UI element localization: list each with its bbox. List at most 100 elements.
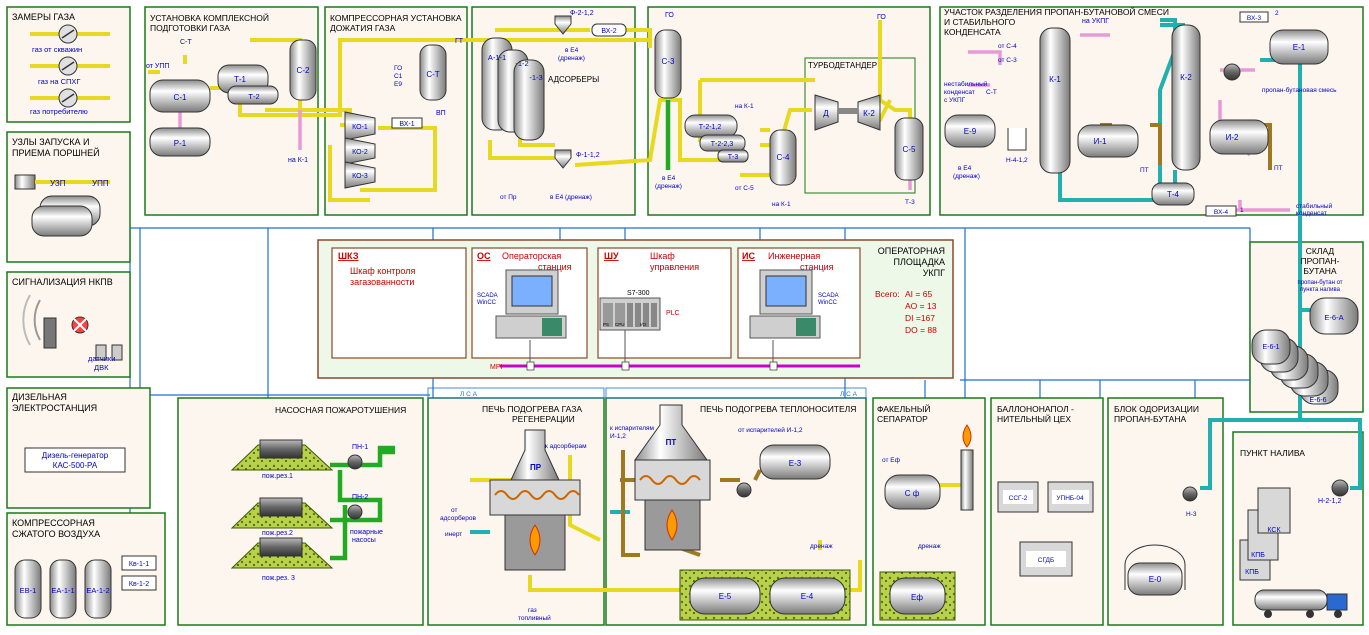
diesel-gen-1: Дизель-генератор: [42, 451, 109, 460]
is-code: ИС: [742, 251, 755, 261]
comp-go: ГО: [394, 65, 402, 72]
loading-panel: ПУНКТ НАЛИВА Н-2-1,2 КСК КПБ КПБ: [1239, 448, 1349, 618]
hc-e5: Е-5: [719, 592, 732, 601]
pig-title-2: ПРИЕМА ПОРШНЕЙ: [12, 147, 100, 158]
nkpv-panel: СИГНАЛИЗАЦИЯ НКПВ датчики ДВК: [12, 277, 123, 372]
ukpg-from-upp: от УПП: [146, 63, 169, 70]
os-1: Операторская: [502, 251, 561, 261]
air-title-1: КОМПРЕССОРНАЯ: [12, 518, 95, 528]
pn2-label: ПН-2: [352, 494, 368, 501]
hc-drain: дренаж: [810, 543, 833, 550]
sep-title-2: И СТАБИЛЬНОГО: [944, 17, 1016, 27]
turbo-go-1: ГО: [665, 12, 674, 19]
comp-vp: ВП: [436, 110, 446, 117]
total-label: Всего:: [875, 289, 900, 299]
sep-k1: К-1: [1049, 75, 1061, 84]
gas-label-3: газ потребителю: [30, 107, 88, 116]
turbo-t3b: Т-3: [905, 199, 915, 206]
ukpg-p1: Р-1: [174, 139, 187, 148]
flare-title-2: СЕПАРАТОР: [877, 414, 928, 424]
turbo-go-2: ГО: [877, 14, 886, 21]
upp-label: УПП: [92, 179, 109, 188]
regen-title-1: ПЕЧЬ ПОДОГРЕВА ГАЗА: [482, 404, 582, 414]
ukpg-title-2: ПОДГОТОВКИ ГАЗА: [150, 23, 230, 33]
ukpg-panel: УСТАНОВКА КОМПЛЕКСНОЙ ПОДГОТОВКИ ГАЗА С-…: [146, 12, 317, 164]
flare-panel: ФАКЕЛЬНЫЙ СЕПАРАТОР от Еф С ф дренаж Еф: [877, 403, 974, 621]
ukpg-c2: С-2: [297, 66, 310, 75]
gas-label-1: газ от скважин: [32, 45, 82, 54]
storage-e66: Е-6-6: [1309, 397, 1326, 404]
reservoir-3: пож.рез. 3: [262, 575, 295, 582]
turbo-d: Д: [823, 109, 829, 118]
os-code: ОС: [477, 251, 491, 261]
t223-label: Т-2-2,3: [711, 141, 734, 148]
storage-title-2: ПРОПАН-: [1301, 256, 1340, 266]
nkpv-sensors-1: датчики: [88, 354, 115, 363]
regen-pr: ПР: [530, 463, 542, 472]
lsa-frame-1: [427, 387, 605, 399]
air-panel: КОМПРЕССОРНАЯ СЖАТОГО ВОЗДУХА ЕВ-1 ЕА-1-…: [12, 518, 157, 619]
pump-title: НАСОСНАЯ ПОЖАРОТУШЕНИЯ: [275, 405, 406, 415]
adsorbers-panel: Ф-2-1,2 в Е4 (дренаж) ВХ-2 А-1-1 -1-2 -1…: [481, 10, 627, 201]
lsa-frame-2: [605, 387, 867, 399]
ads-from-pr: от Пр: [500, 194, 517, 201]
air-title-2: СЖАТОГО ВОЗДУХА: [12, 529, 100, 539]
ukpg-t2: Т-2: [248, 92, 259, 101]
sep-pt1: ПТ: [1140, 167, 1149, 174]
lsa-1: Л С А: [460, 391, 478, 398]
sep-t4: Т-4: [1167, 190, 1180, 199]
vh1-label: ВХ-1: [399, 121, 414, 128]
ao-count: AO = 13: [905, 301, 937, 311]
sep-drain: (дренаж): [953, 173, 980, 180]
storage-title-1: СКЛАД: [1306, 246, 1335, 256]
f2-label: Ф-2-1,2: [570, 10, 594, 17]
regen-title-2: РЕГЕНЕРАЦИИ: [512, 414, 575, 424]
reservoir-1: пож.рез.1: [262, 473, 293, 480]
sep-e1: Е-1: [1293, 43, 1306, 52]
ai-count: AI = 65: [905, 289, 932, 299]
gas-label-2: газ на СПХГ: [38, 77, 80, 86]
odor-h3: Н-3: [1186, 511, 1197, 518]
odor-panel: БЛОК ОДОРИЗАЦИИ ПРОПАН-БУТАНА Н-3 Е-0: [1114, 404, 1199, 596]
storage-e6a: Е-6-А: [1324, 313, 1343, 322]
from-c5: от С-5: [735, 185, 754, 192]
area-1: ОПЕРАТОРНАЯ: [878, 246, 945, 256]
kv11-label: Кв-1-1: [129, 561, 149, 568]
t3-label: Т-3: [728, 154, 739, 161]
control-texts: ШКЗ Шкаф контроля загазованности ОС Опер…: [338, 246, 945, 371]
reservoir-2: пож.рез.2: [262, 530, 293, 537]
pig-title-1: УЗЛЫ ЗАПУСКА И: [12, 137, 89, 147]
ukpg-ct: С-Т: [180, 39, 192, 46]
is-2: станция: [800, 262, 834, 272]
storage-title-3: БУТАНА: [1303, 266, 1337, 276]
comp-c1: С1: [394, 73, 403, 80]
loading-kpb-1: КПБ: [1251, 552, 1265, 559]
shu-plc: PLC: [666, 310, 680, 317]
sep-pb-mix: пропан-бутановая смесь: [1262, 86, 1337, 94]
shu-s7: S7-300: [627, 290, 650, 297]
sep-unstable-1: нестабильный: [944, 80, 988, 88]
c5-label: С-5: [903, 145, 916, 154]
turbo-drain: (дренаж): [655, 183, 682, 190]
do-count: DO = 88: [905, 325, 937, 335]
diesel-gen-2: КАС-500-РА: [53, 461, 98, 470]
ea11-label: ЕА-1-1: [51, 586, 74, 595]
loading-h212: Н-2-1,2: [1318, 498, 1341, 505]
is-1: Инженерная: [768, 251, 820, 261]
comp-title-2: ДОЖАТИЯ ГАЗА: [330, 23, 396, 33]
a12-label: -1-2: [515, 59, 528, 68]
ko2-label: КО-2: [352, 149, 368, 156]
sep-ct: С-Т: [986, 89, 997, 96]
c4-label: С-4: [777, 153, 790, 162]
cyl-upnb: УПНБ-04: [1056, 495, 1084, 502]
flare-ef: Еф: [911, 593, 923, 602]
sep-title-3: КОНДЕНСАТА: [944, 27, 1001, 37]
ko3-label: КО-3: [352, 173, 368, 180]
sep-i2: И-2: [1226, 133, 1239, 142]
sep-n1: 1: [1240, 207, 1244, 214]
regen-from-2: адсорберов: [440, 514, 476, 522]
odor-e0: Е-0: [1149, 575, 1162, 584]
ads-to-e4: в Е4: [565, 47, 579, 54]
is-wincc: WinCC: [818, 300, 838, 306]
nkpv-sensors-2: ДВК: [94, 363, 109, 372]
